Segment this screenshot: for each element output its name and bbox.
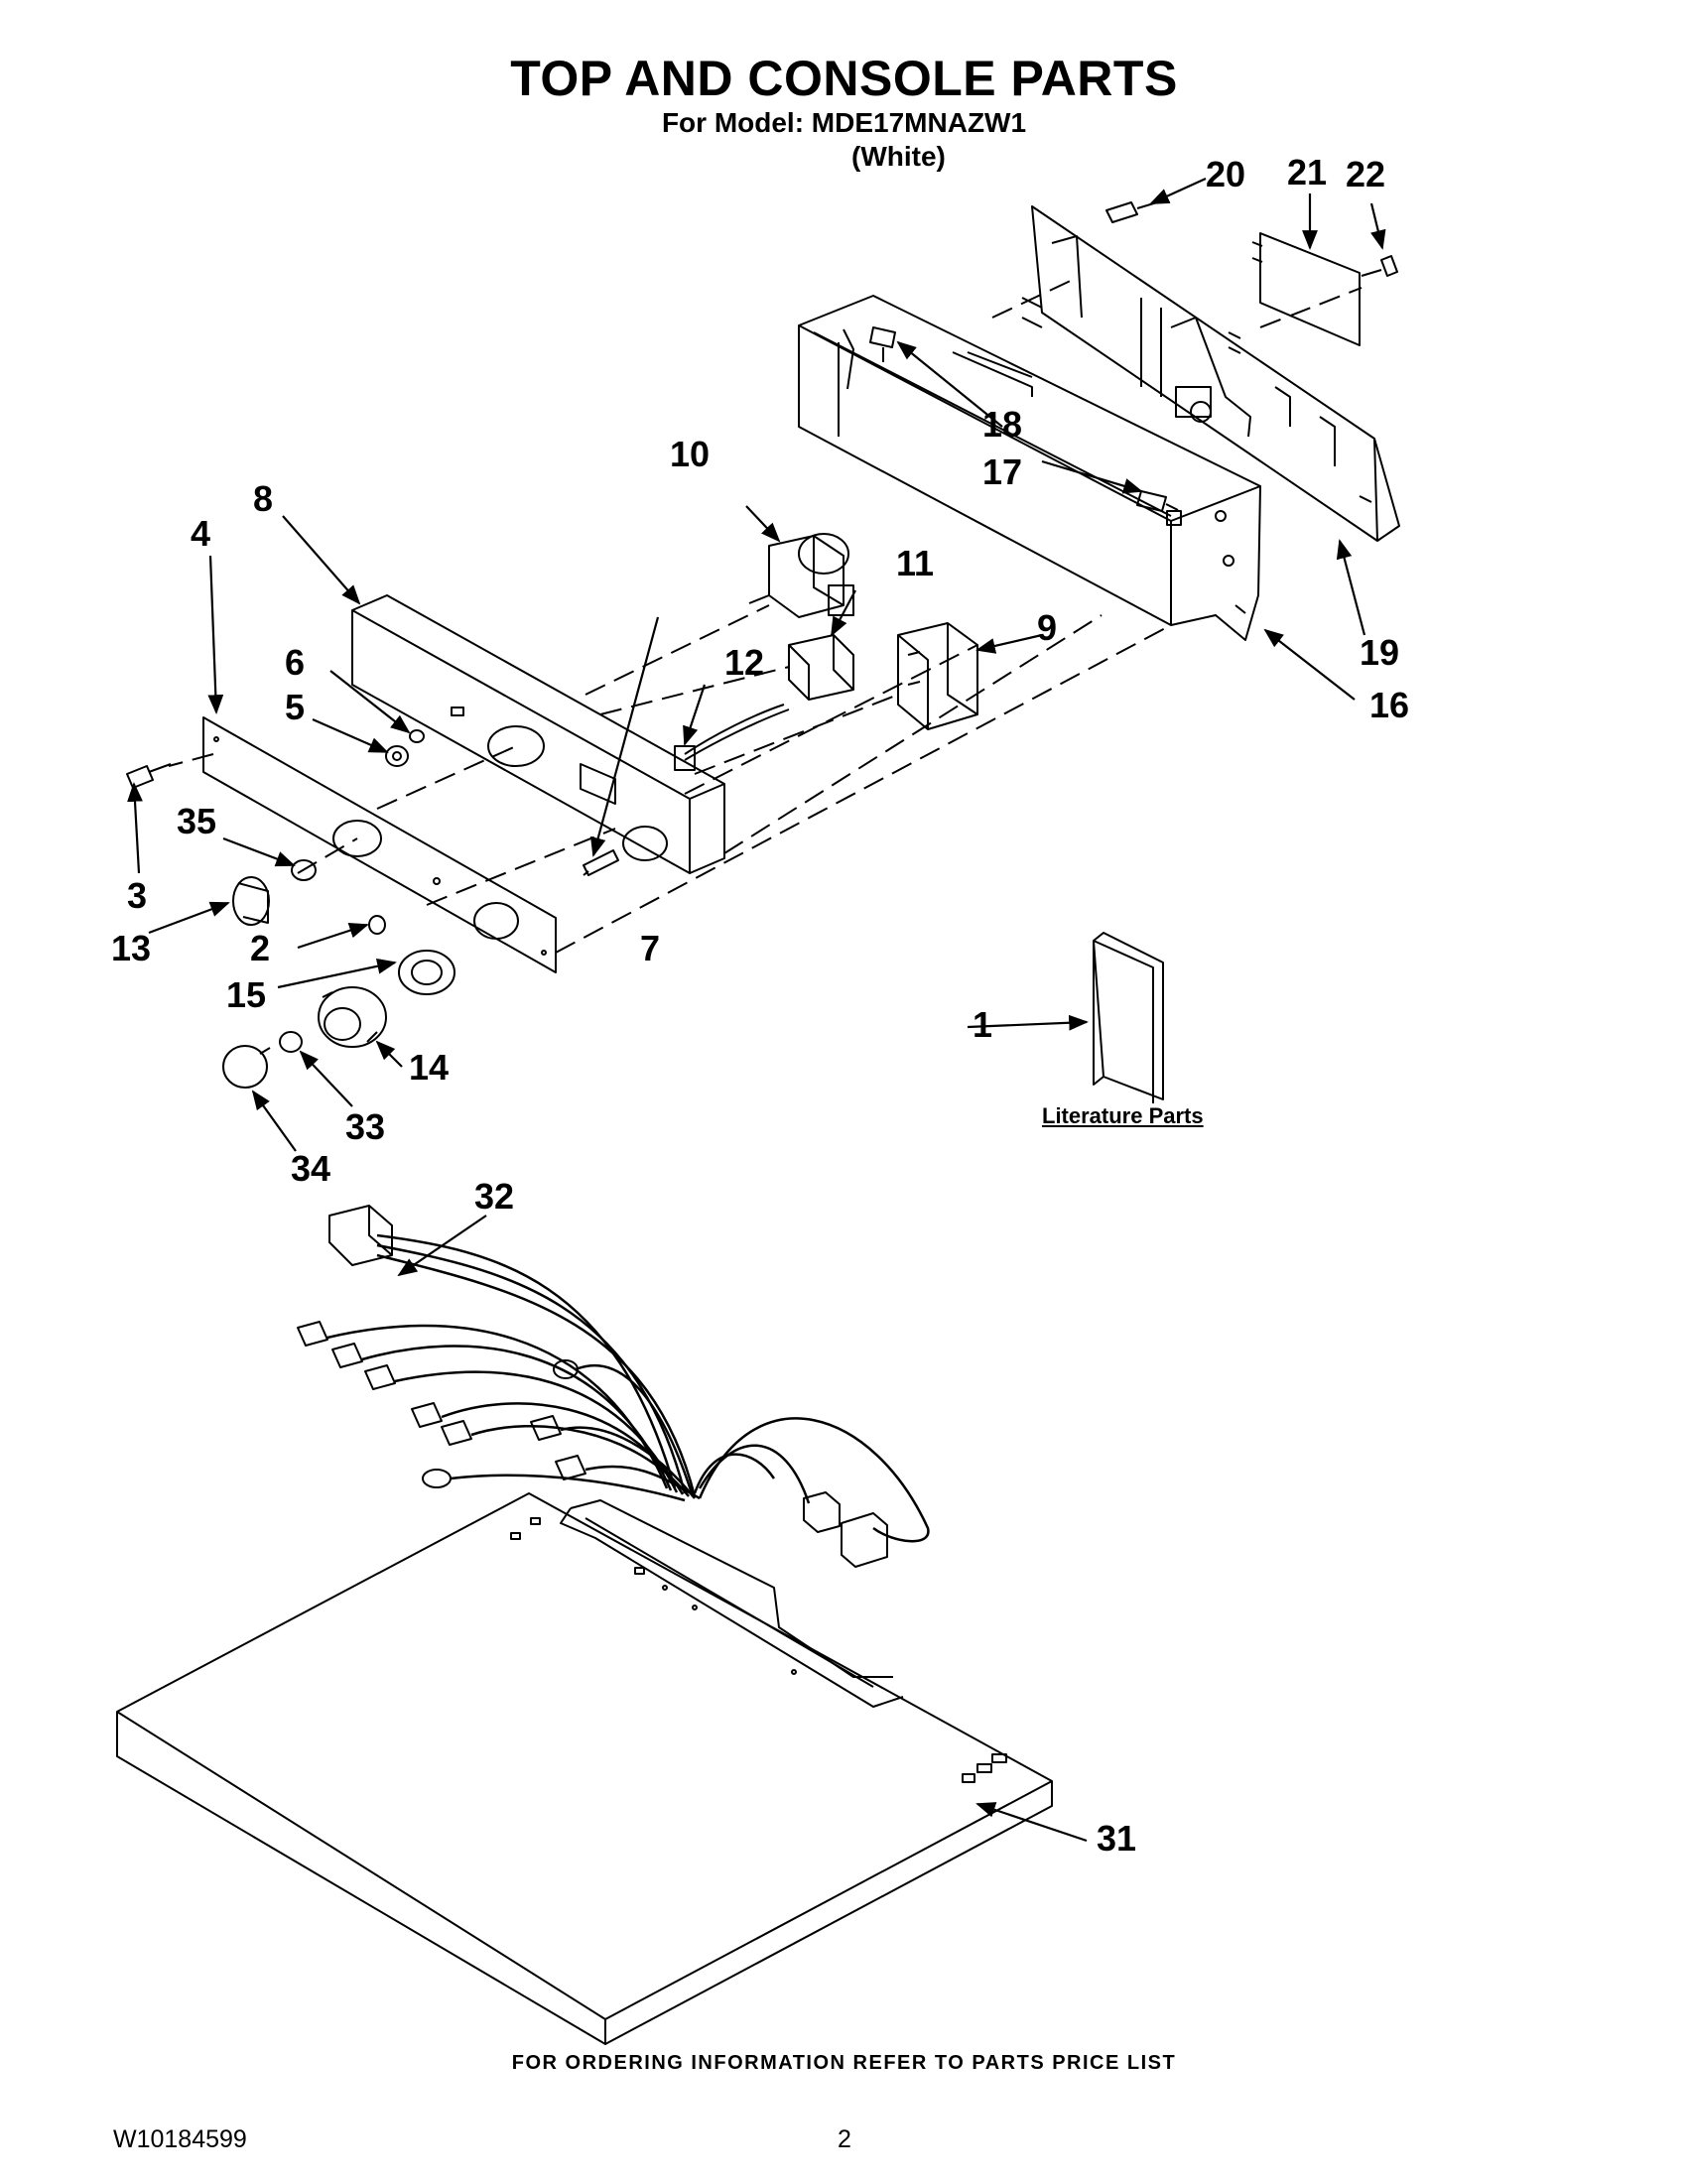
- screw-7-icon: [583, 849, 619, 876]
- rear-panel-19: [1021, 205, 1400, 542]
- callout-32: 32: [474, 1176, 515, 1217]
- callout-13: 13: [111, 928, 152, 968]
- callout-1: 1: [973, 1004, 993, 1045]
- part-34-icon: [222, 1045, 271, 1089]
- harness-32: [297, 1205, 930, 1568]
- model-line: For Model: MDE17MNAZW1: [661, 107, 1027, 138]
- part-35-icon: [291, 859, 317, 881]
- callout-21: 21: [1287, 152, 1328, 193]
- callout-18: 18: [982, 404, 1023, 445]
- callout-9: 9: [1037, 607, 1058, 648]
- callout-11: 11: [896, 543, 935, 583]
- part-5-icon: [385, 745, 409, 767]
- callout-22: 22: [1346, 154, 1386, 194]
- front-panel-4: [202, 716, 557, 973]
- switch-11: [788, 634, 854, 701]
- part-6-icon: [409, 729, 425, 743]
- callout-20: 20: [1206, 154, 1246, 194]
- ordering-note: FOR ORDERING INFORMATION REFER TO PARTS …: [511, 2052, 1177, 2074]
- callout-34: 34: [291, 1148, 331, 1189]
- literature-parts-label: Literature Parts: [1042, 1103, 1204, 1128]
- knob-14-icon: [318, 986, 387, 1048]
- callout-10: 10: [670, 434, 711, 474]
- callout-7: 7: [640, 928, 661, 968]
- callout-16: 16: [1369, 685, 1410, 725]
- part-2-icon: [368, 915, 386, 935]
- callout-8: 8: [253, 478, 274, 519]
- callout-12: 12: [724, 642, 765, 683]
- callout-3: 3: [127, 875, 148, 916]
- page-title: TOP AND CONSOLE PARTS: [510, 51, 1178, 106]
- timer-10: [748, 533, 854, 618]
- part-15-icon: [398, 950, 455, 995]
- callout-6: 6: [285, 642, 306, 683]
- screw-20-icon: [1105, 201, 1158, 223]
- screw-18-icon: [869, 326, 896, 362]
- console-housing-16: [798, 295, 1261, 641]
- part-33-icon: [279, 1031, 303, 1053]
- screw-22-icon: [1361, 255, 1398, 277]
- knob-13-icon: [232, 876, 270, 926]
- document-number: W10184599: [113, 2125, 247, 2153]
- callout-35: 35: [177, 801, 217, 841]
- selector-switch-9: [897, 622, 978, 730]
- callout-33: 33: [345, 1106, 386, 1147]
- callout-14: 14: [409, 1047, 450, 1088]
- screw-17-icon: [1136, 490, 1179, 512]
- color-line: (White): [851, 141, 946, 172]
- page-number: 2: [838, 2125, 851, 2153]
- callout-2: 2: [250, 928, 271, 968]
- callout-19: 19: [1360, 632, 1400, 673]
- callout-4: 4: [191, 513, 211, 554]
- callout-17: 17: [982, 451, 1023, 492]
- callout-5: 5: [285, 687, 306, 727]
- callout-15: 15: [226, 974, 267, 1015]
- top-panel-31: [116, 1492, 1053, 2045]
- literature-1-icon: [1093, 932, 1164, 1103]
- callout-31: 31: [1097, 1818, 1137, 1859]
- console-8: [351, 594, 725, 874]
- harness-12: [674, 704, 790, 771]
- control-board-21: [1251, 232, 1361, 346]
